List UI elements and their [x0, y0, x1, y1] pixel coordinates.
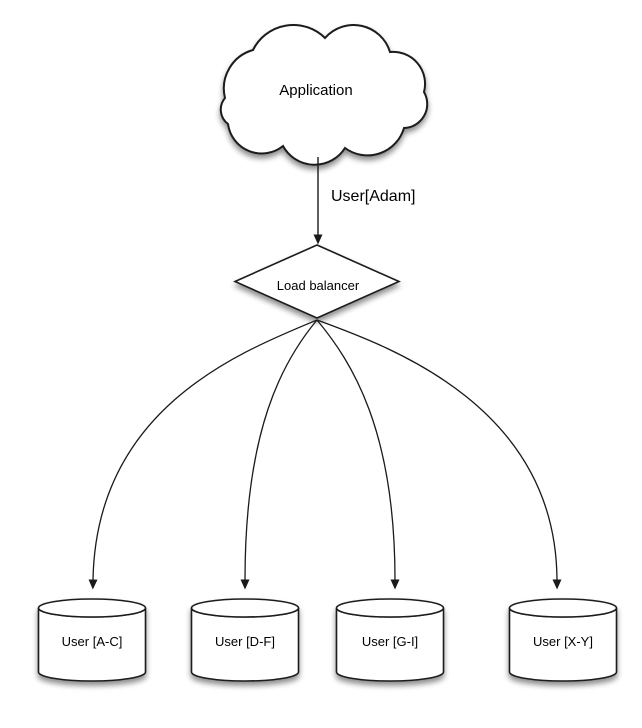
db-label-2: User [D-F] — [215, 634, 275, 649]
db-cylinder-3-top — [335, 598, 445, 618]
db-label-4: User [X-Y] — [533, 634, 593, 649]
db-cylinder-2-top — [190, 598, 300, 618]
lb-to-shard-2-arrow — [240, 319, 318, 590]
db-cylinder-4: User [X-Y] — [508, 598, 618, 682]
lb-to-shard-3-arrow — [316, 319, 400, 590]
cloud-shape — [219, 24, 429, 166]
db-cylinder-2: User [D-F] — [190, 598, 300, 682]
db-cylinder-4-top — [508, 598, 618, 618]
load-balancer-diamond-shape — [233, 244, 401, 319]
db-cylinder-3: User [G-I] — [335, 598, 445, 682]
load-balancer-label: Load balancer — [277, 278, 360, 293]
db-cylinder-1-top — [37, 598, 147, 618]
app-to-lb-edge-label: User[Adam] — [331, 188, 415, 205]
load-balancer-node: Load balancer — [233, 244, 401, 319]
db-cylinder-1: User [A-C] — [37, 598, 147, 682]
lb-to-shard-1-arrow — [88, 319, 318, 590]
lb-to-shard-4-arrow — [316, 319, 562, 590]
db-label-1: User [A-C] — [62, 634, 123, 649]
application-label: Application — [279, 82, 352, 99]
db-label-3: User [G-I] — [362, 634, 418, 649]
application-node: Application — [219, 24, 429, 166]
